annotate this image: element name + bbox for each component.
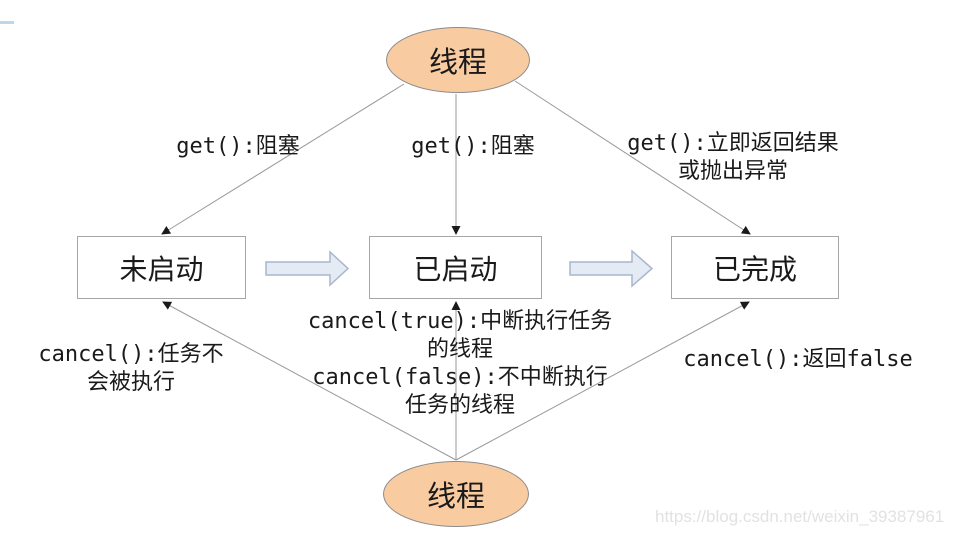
node-thread-bottom-label: 线程: [426, 479, 485, 513]
node-thread-top-label: 线程: [428, 45, 487, 79]
corner-tick-decoration: [0, 21, 14, 24]
edge-bottom-to-completed: [455, 301, 750, 461]
edge-label-get-immediate-result: get():立即返回结果 或抛出异常: [627, 131, 839, 184]
state-label-not-started: 未启动: [119, 252, 204, 286]
state-label-completed: 已完成: [712, 252, 797, 286]
edge-label-cancel-true-false: cancel(true):中断执行任务 的线程 cancel(false):不中…: [307, 309, 613, 418]
block-arrow-notstarted-to-started: [265, 250, 350, 287]
edge-bottom-to-notstarted: [162, 301, 457, 461]
state-label-started: 已启动: [413, 252, 498, 286]
state-box-started: 已启动: [369, 236, 542, 299]
node-thread-bottom: 线程: [383, 461, 529, 527]
edge-top-to-completed: [514, 80, 751, 235]
edge-label-get-blocking-left: get():阻塞: [176, 134, 300, 159]
edge-top-to-notstarted: [161, 83, 405, 235]
edge-label-cancel-return-false: cancel():返回false: [683, 347, 913, 372]
node-thread-top: 线程: [386, 27, 530, 93]
edge-label-get-blocking-mid: get():阻塞: [411, 134, 535, 159]
state-box-not-started: 未启动: [77, 236, 246, 299]
edge-label-cancel-task-not-run: cancel():任务不 会被执行: [38, 342, 224, 395]
csdn-watermark: https://blog.csdn.net/weixin_39387961: [655, 507, 945, 526]
state-box-completed: 已完成: [671, 236, 839, 299]
block-arrow-started-to-completed: [569, 249, 654, 288]
